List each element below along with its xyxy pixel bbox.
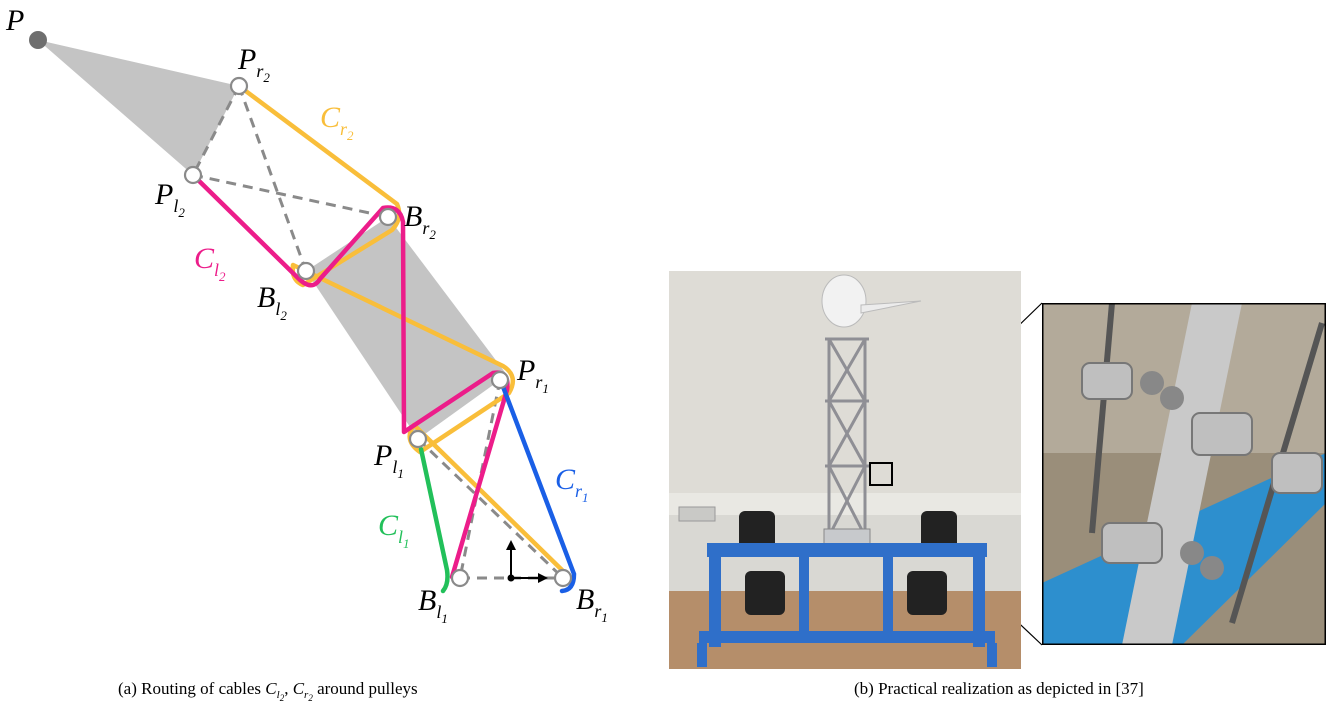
upper-link-shape — [38, 40, 239, 175]
label-br1: Br1 — [576, 583, 608, 625]
label-bl2: Bl2 — [257, 281, 287, 323]
label-cl1: Cl1 — [378, 509, 410, 551]
label-cr1: Cr1 — [555, 463, 589, 505]
label-br2: Br2 — [404, 200, 436, 242]
label-pr2: Pr2 — [237, 43, 270, 85]
zoom-detail-photo — [1042, 303, 1326, 645]
label-p: P — [5, 4, 24, 37]
label-bl1: Bl1 — [418, 584, 448, 626]
label-cr2: Cr2 — [320, 101, 354, 143]
pulleys — [183, 76, 573, 588]
robot-photo — [669, 271, 1021, 669]
label-pl2: Pl2 — [154, 178, 185, 220]
end-effector-point — [29, 31, 47, 49]
base-frame-axes — [506, 540, 548, 583]
caption-b: (b) Practical realization as depicted in… — [854, 679, 1144, 698]
middle-link-shape — [306, 217, 507, 439]
label-cl2: Cl2 — [194, 242, 226, 284]
cable-cl1 — [418, 446, 450, 594]
caption-a: (a) Routing of cables Cl2, Cr2 around pu… — [118, 679, 418, 704]
label-pr1: Pr1 — [516, 354, 549, 396]
label-pl1: Pl1 — [373, 439, 404, 481]
cable-cr1 — [499, 381, 577, 594]
